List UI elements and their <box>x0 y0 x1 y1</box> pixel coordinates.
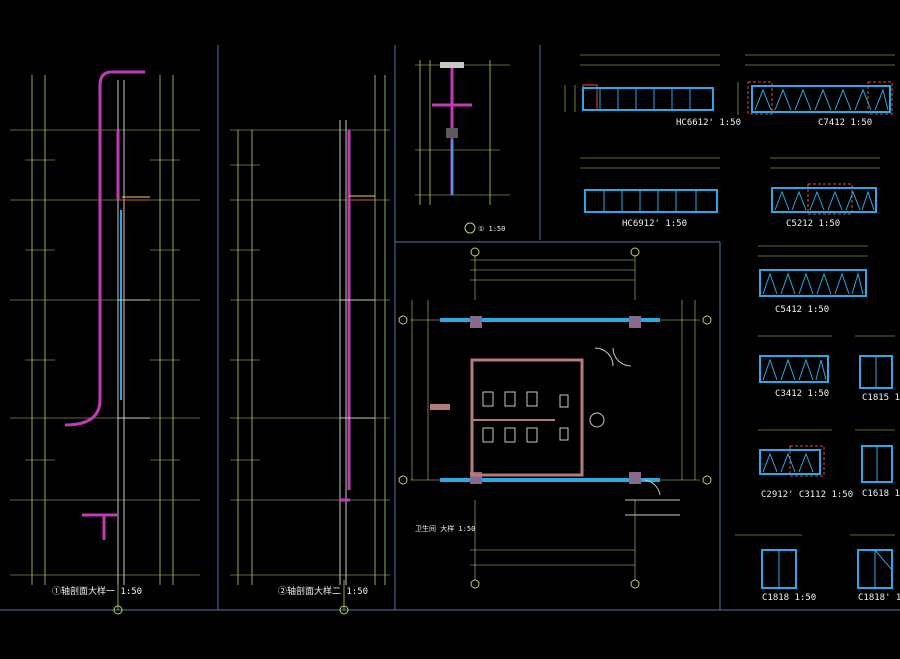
window-c5412: C5412 1:50 <box>758 245 868 315</box>
window-c1618-label: C1618 1:50 <box>862 489 900 499</box>
window-c5212: C5212 1:50 <box>770 157 880 229</box>
toilet-plan: 卫生间 大样 1:50 <box>398 247 712 589</box>
window-c3412-label: C3412 1:50 <box>775 389 829 399</box>
plan-title: 卫生间 大样 1:50 <box>415 524 475 533</box>
window-hc6612: HC6612' 1:50 <box>564 54 741 128</box>
window-c1815: C1815 1:50 <box>855 335 900 403</box>
window-c2912-label: C2912' C3112 1:50 <box>761 490 853 500</box>
window-c2912: C2912' C3112 1:50 <box>758 429 853 500</box>
window-hc6912: HC6912' 1:50 <box>580 157 720 229</box>
window-c3412: C3412 1:50 <box>758 335 832 399</box>
window-c1818-b: C1818' 1:50 <box>850 534 900 603</box>
window-c7412: C7412 1:50 <box>737 54 895 128</box>
window-c7412-label: C7412 1:50 <box>818 118 872 128</box>
elevation-2-title: ②轴剖面大样二 1:50 <box>278 585 368 597</box>
detail-title: ① 1:50 <box>478 225 505 233</box>
elevation-section-1: ①轴剖面大样一 1:50 <box>10 70 200 615</box>
window-c1818b-label: C1818' 1:50 <box>858 593 900 603</box>
elevation-1-title: ①轴剖面大样一 1:50 <box>52 585 142 597</box>
panel-frames <box>0 45 900 611</box>
window-c5212-label: C5212 1:50 <box>786 219 840 229</box>
elevation-section-2: ②轴剖面大样二 1:50 <box>230 75 390 615</box>
window-c1818a-label: C1818 1:50 <box>762 593 816 603</box>
railing-detail: ① 1:50 <box>415 60 510 234</box>
window-c1818-a: C1818 1:50 <box>735 534 816 603</box>
window-c1618: C1618 1:50 <box>855 429 900 499</box>
window-hc6912-label: HC6912' 1:50 <box>622 219 687 229</box>
window-c5412-label: C5412 1:50 <box>775 305 829 315</box>
window-c1815-label: C1815 1:50 <box>862 393 900 403</box>
window-hc6612-label: HC6612' 1:50 <box>676 118 741 128</box>
